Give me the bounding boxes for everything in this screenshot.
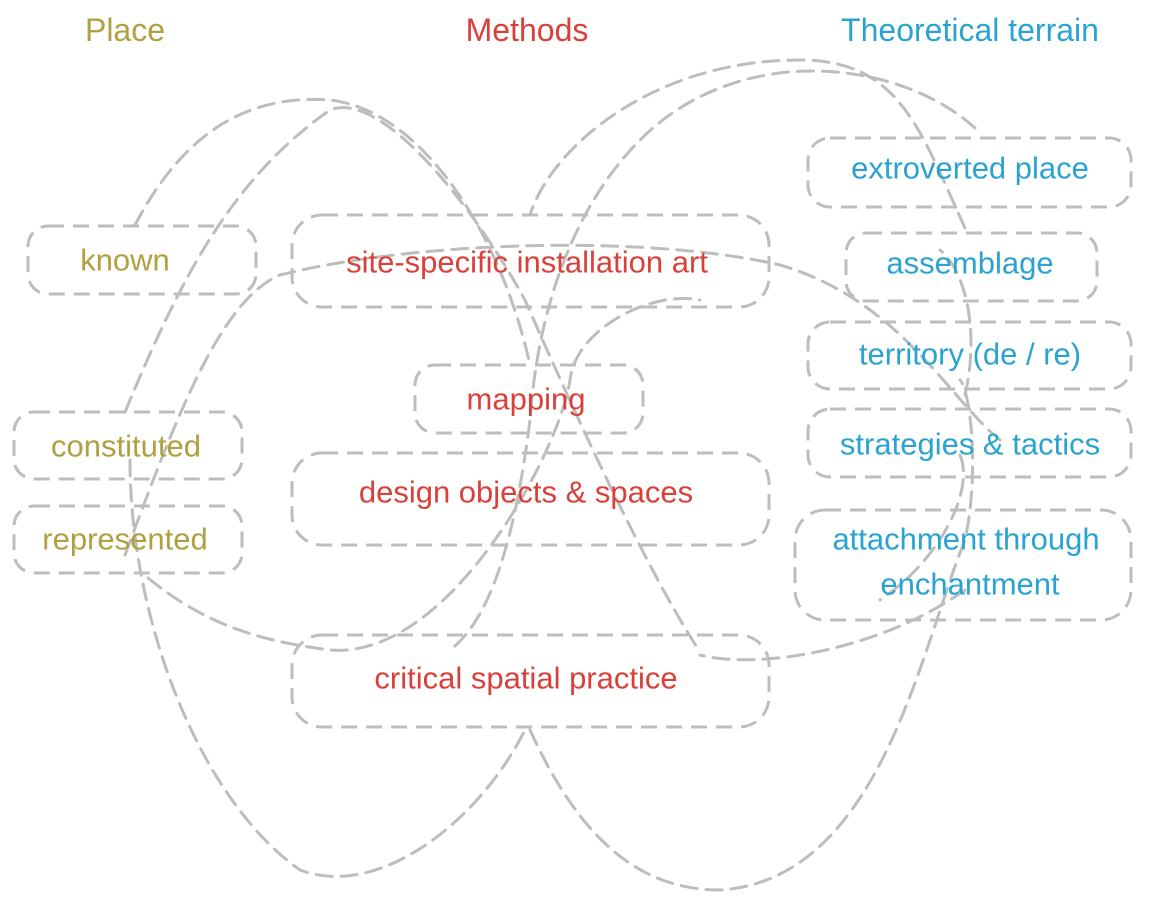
node-extroverted-place[interactable]: extroverted place xyxy=(806,136,1133,209)
node-territory[interactable]: territory (de / re) xyxy=(806,320,1133,391)
node-constituted-label: constituted xyxy=(51,429,201,464)
connector-lines xyxy=(123,58,1002,892)
node-site-specific-installation-art[interactable]: site-specific installation art xyxy=(290,213,771,309)
node-mapping[interactable]: mapping xyxy=(413,363,645,435)
connector-represented-attachment xyxy=(123,243,1002,557)
connector-assemblage-attachment xyxy=(528,58,967,230)
node-site-specific-label: site-specific installation art xyxy=(346,245,708,280)
node-critical-spatial-practice[interactable]: critical spatial practice xyxy=(290,633,771,729)
connector-known-mapping xyxy=(133,97,532,367)
node-strategies-tactics[interactable]: strategies & tactics xyxy=(806,407,1133,479)
connector-strategies-bridge xyxy=(878,453,965,602)
connector-extroverted-critical xyxy=(448,69,977,652)
node-represented[interactable]: represented xyxy=(12,504,244,575)
heading-place: Place xyxy=(85,12,165,48)
connector-territory-assemblage xyxy=(938,248,973,397)
node-attachment-through-enchantment[interactable]: attachment through enchantment xyxy=(793,508,1133,622)
heading-theoretical-terrain: Theoretical terrain xyxy=(841,12,1099,48)
node-known[interactable]: known xyxy=(26,224,258,296)
node-strategies-label: strategies & tactics xyxy=(840,427,1100,462)
connector-critical-lower-right xyxy=(528,378,975,892)
node-known-label: known xyxy=(80,243,170,278)
connector-attachment-critical xyxy=(698,588,967,662)
heading-methods: Methods xyxy=(466,12,589,48)
connector-represented-critical xyxy=(146,297,702,652)
node-represented-label: represented xyxy=(42,522,207,557)
node-territory-label: territory (de / re) xyxy=(859,337,1081,372)
node-assemblage[interactable]: assemblage xyxy=(844,231,1099,303)
node-critical-spatial-label: critical spatial practice xyxy=(374,661,677,696)
node-mapping-label: mapping xyxy=(467,382,586,417)
node-attachment-label-line2: enchantment xyxy=(880,567,1060,602)
node-design-objects-label: design objects & spaces xyxy=(359,475,693,510)
node-extroverted-place-label: extroverted place xyxy=(851,151,1089,186)
connector-constituted-critical xyxy=(123,106,702,654)
node-attachment-label-line1: attachment through xyxy=(832,522,1099,557)
connector-critical-lower-left xyxy=(128,458,527,878)
node-assemblage-label: assemblage xyxy=(886,246,1053,281)
node-constituted[interactable]: constituted xyxy=(12,410,244,481)
node-design-objects-spaces[interactable]: design objects & spaces xyxy=(290,451,771,547)
